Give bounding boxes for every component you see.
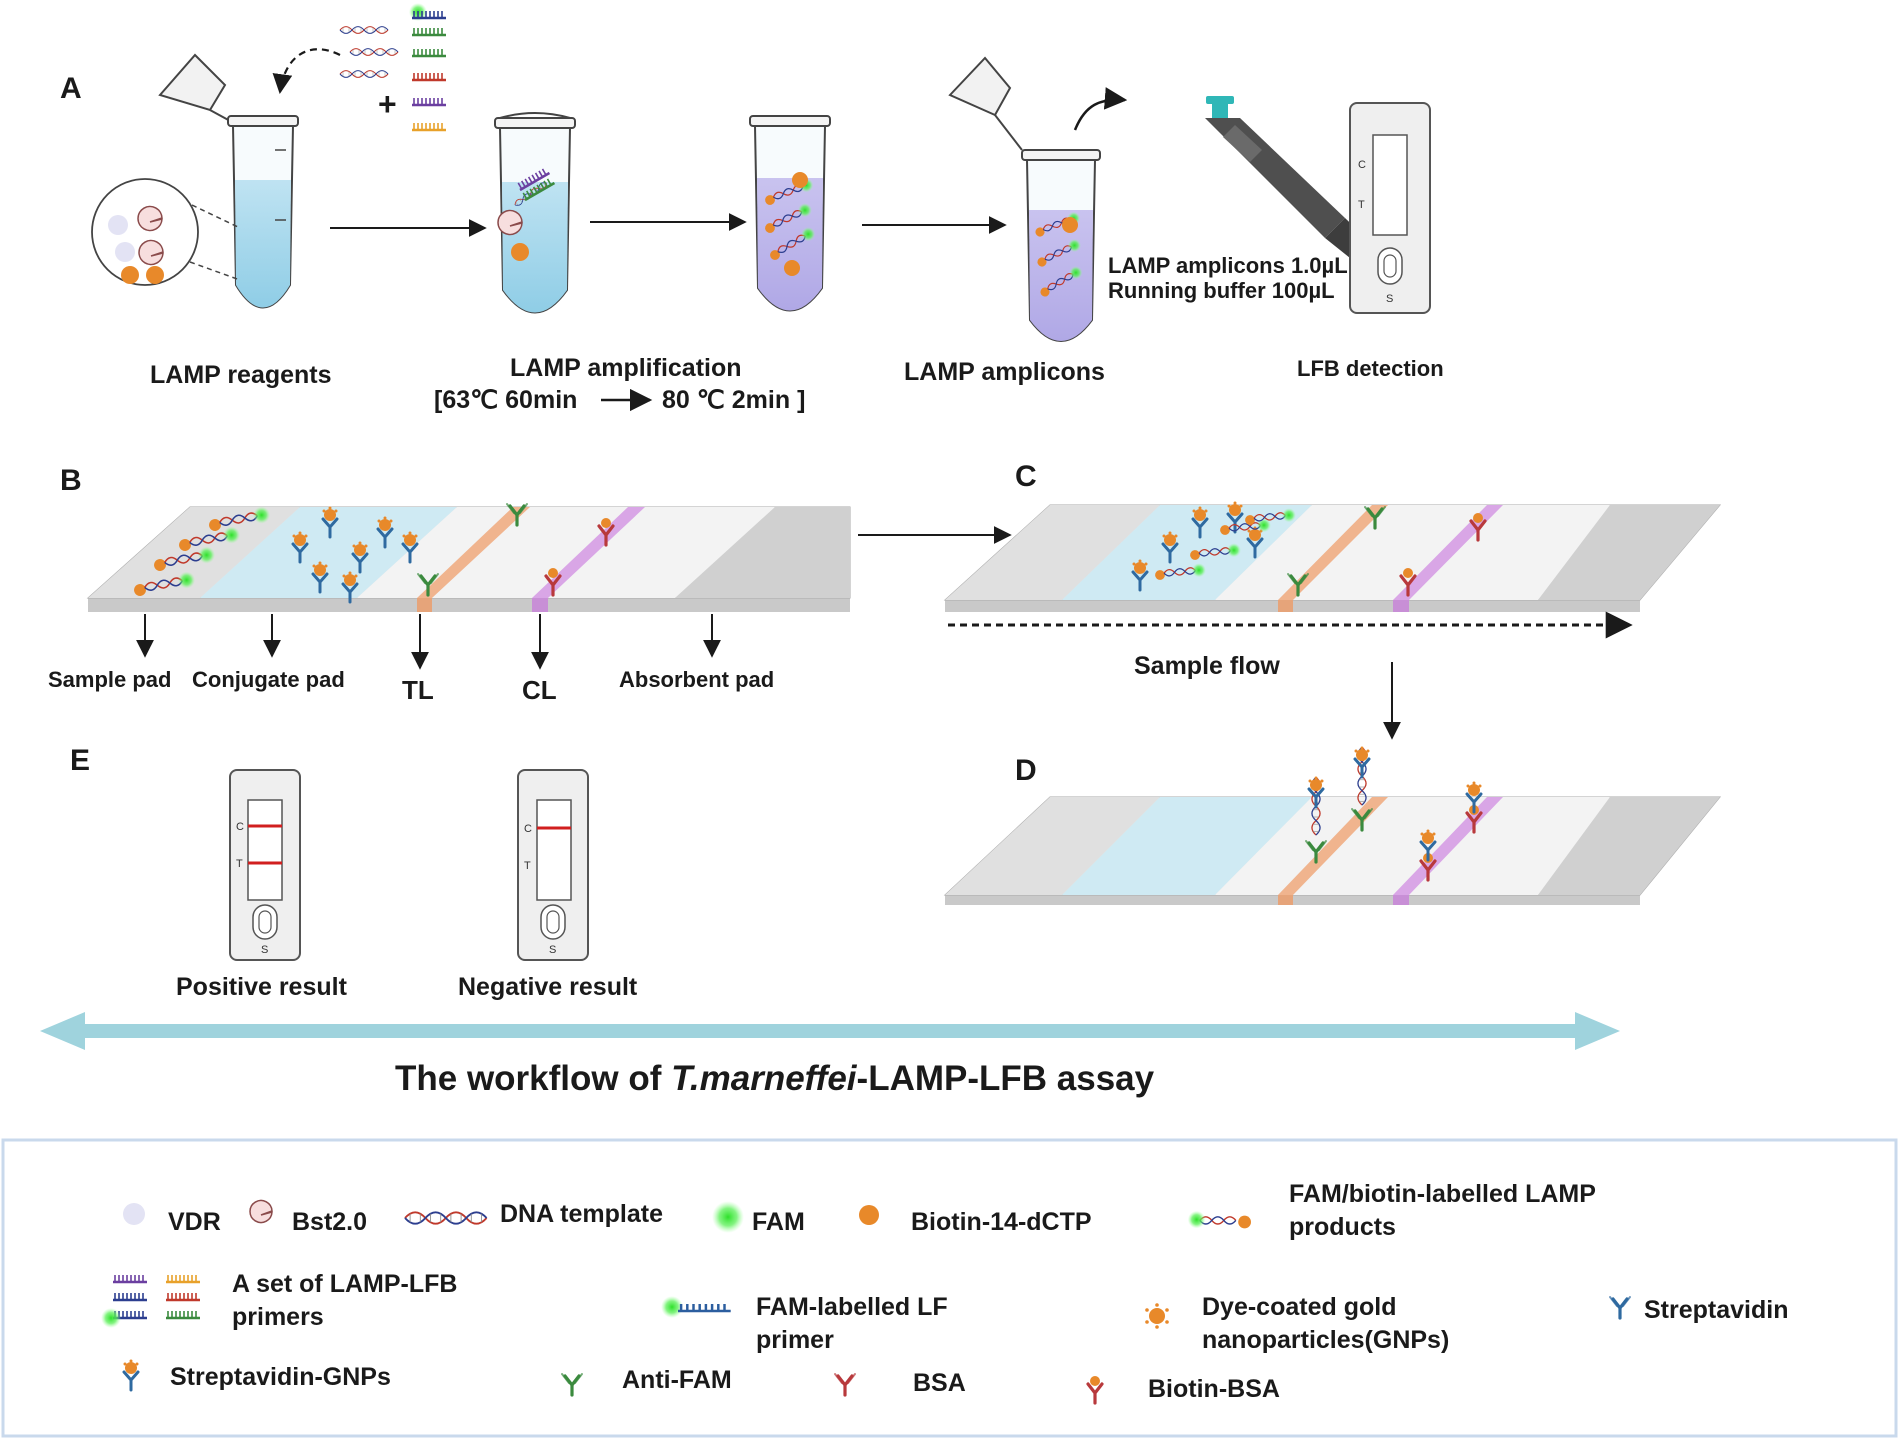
legend-lf-primer-line1: FAM-labelled LF [756,1293,948,1321]
positive-t-mark: T [236,858,243,870]
vdr-icon [115,242,135,262]
dna-template-group [339,26,399,78]
reaction-tube [749,115,831,312]
panel-letter-d: D [1015,754,1037,787]
legend-gnp-icon [1145,1303,1169,1329]
label-absorbent-pad: Absorbent pad [619,667,774,692]
label-lamp-amplification: LAMP amplification [510,354,742,382]
legend-biotin-bsa: Biotin-BSA [1148,1375,1280,1403]
volume-buffer: Running buffer 100µL [1108,278,1335,303]
workflow-title: The workflow of T.marneffei-LAMP-LFB ass… [395,1059,1155,1098]
legend-product-icon [1187,1210,1251,1229]
legend-biotin-dctp: Biotin-14-dCTP [911,1208,1092,1236]
volume-amplicons: LAMP amplicons 1.0µL [1108,253,1348,278]
test-line-b [417,507,530,598]
legend-fam: FAM [752,1208,805,1236]
bst-icon [138,239,164,266]
legend-anti-fam: Anti-FAM [622,1366,732,1394]
legend-bsa: BSA [913,1369,966,1397]
legend-fam-icon [712,1201,744,1233]
negative-t-mark: T [524,860,531,872]
label-amplification-condition-right: 80 ℃ 2min ] [662,386,805,414]
strip-c [943,500,1722,612]
legend-dna-template: DNA template [500,1200,663,1228]
legend-bst-icon [249,1199,273,1224]
legend-streptavidin: Streptavidin [1644,1296,1788,1324]
label-positive-result: Positive result [176,973,348,1001]
panel-letter-b: B [60,464,82,497]
workflow-double-arrow [40,1012,1620,1050]
negative-cassette: C T S [517,769,589,961]
legend-lf-primer-icon [661,1296,733,1318]
positive-s-mark: S [261,944,268,956]
label-conjugate-pad: Conjugate pad [192,667,345,692]
legend-lf-primer-line2: primer [756,1326,834,1354]
transfer-arrow [1073,87,1128,131]
reagent-zoom-circle [91,178,241,286]
panel-letter-c: C [1015,460,1037,493]
panel-letter-e: E [70,744,90,777]
amplification-tube [494,112,576,314]
legend-products-line1: FAM/biotin-labelled LAMP [1289,1180,1596,1208]
cassette-s-mark: S [1386,293,1393,305]
label-sample-pad: Sample pad [48,667,171,692]
label-sample-flow: Sample flow [1134,652,1280,680]
label-negative-result: Negative result [458,973,638,1001]
legend-biotin-icon [859,1205,879,1225]
vdr-icon [108,215,128,235]
legend-streptavidin-gnps: Streptavidin-GNPs [170,1363,391,1391]
amplicon-tube [948,56,1101,342]
legend-gnps-line1: Dye-coated gold [1202,1293,1396,1321]
panel-letter-a: A [60,72,82,105]
legend-bst: Bst2.0 [292,1208,367,1236]
strip-d [943,745,1722,905]
negative-s-mark: S [549,944,556,956]
legend-primers-icon [101,1273,202,1328]
cassette-c-mark: C [1358,159,1366,171]
legend-primers-line2: primers [232,1303,324,1331]
label-lamp-amplicons: LAMP amplicons [904,358,1105,386]
label-lamp-reagents: LAMP reagents [150,361,332,389]
reagent-tube [158,53,299,309]
positive-cassette: C T S [229,769,301,961]
legend-vdr-icon [123,1203,145,1225]
primer-set [409,3,448,132]
strip-b [86,502,851,612]
add-reagent-arrow [272,48,341,94]
label-tl: TL [402,675,434,705]
pad-pointers [136,614,721,670]
legend-gnps-line2: nanoparticles(GNPs) [1202,1326,1449,1354]
lfb-cassette: C T S [1349,102,1431,314]
bst-icon [137,205,163,232]
legend-box [1,1138,1898,1438]
plus-sign: + [378,86,397,122]
legend-vdr: VDR [168,1208,221,1236]
label-cl: CL [522,675,557,705]
cassette-t-mark: T [1358,199,1365,211]
positive-c-mark: C [236,821,244,833]
label-lfb-detection: LFB detection [1297,356,1444,381]
legend-primers-line1: A set of LAMP-LFB [232,1270,457,1298]
label-amplification-condition-left: [63℃ 60min [434,386,577,414]
legend-products-line2: products [1289,1213,1396,1241]
negative-c-mark: C [524,823,532,835]
